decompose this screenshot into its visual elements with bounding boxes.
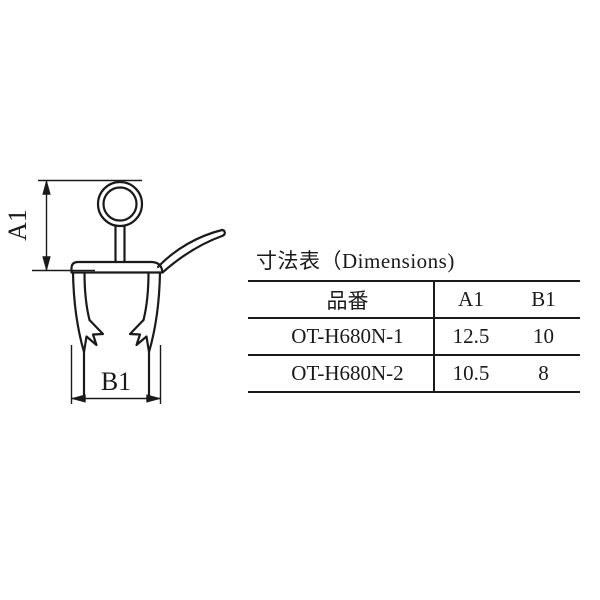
leg-right-barb — [128, 318, 151, 354]
technical-drawing: A1 B1 — [0, 0, 260, 430]
dimension-line-b1 — [70, 394, 162, 403]
table-row: OT-H680N-2 10.5 8 — [248, 355, 580, 392]
header-part-number: 品番 — [248, 281, 435, 318]
leg-left-barb — [82, 318, 105, 354]
base-top-left — [70, 260, 117, 274]
table-title: 寸法表（Dimensions) — [256, 248, 584, 275]
wiper-fin-lower — [161, 234, 224, 274]
leg-left-outer — [71, 271, 86, 354]
dimension-extension-lines — [32, 179, 142, 272]
table-header-row: 品番 A1 B1 — [248, 281, 580, 318]
cell-b1: 8 — [538, 361, 549, 385]
wiper-fin-upper — [156, 228, 224, 269]
dimension-label-a1: A1 — [3, 209, 32, 241]
table-title-en: （Dimensions) — [320, 249, 455, 273]
header-a1: A1 — [458, 287, 484, 311]
leg-right-outer — [147, 271, 162, 354]
header-b1: B1 — [531, 287, 556, 311]
dimension-label-b1: B1 — [101, 367, 131, 396]
cell-part-number: OT-H680N-2 — [248, 355, 435, 392]
base-top-right — [123, 260, 164, 274]
cell-a1: 10.5 — [452, 361, 490, 385]
cell-a1: 12.5 — [452, 324, 490, 348]
cell-b1: 10 — [533, 324, 554, 348]
dimension-extension-lines-b1 — [70, 345, 162, 404]
dimension-line-a1 — [42, 179, 51, 272]
wiper-fin-tip — [220, 228, 226, 238]
ring-inner — [102, 186, 138, 222]
leg-right-inner — [142, 271, 150, 322]
dimensions-table: 品番 A1 B1 OT-H680N-1 12.5 10 OT-H680N-2 1… — [248, 280, 580, 393]
table-title-jp: 寸法表 — [256, 249, 321, 273]
ring-outer — [96, 180, 144, 228]
dimensions-table-block: 寸法表（Dimensions) 品番 A1 B1 OT-H680N-1 12.5… — [248, 248, 584, 393]
leg-left-inner — [83, 271, 91, 322]
cell-part-number: OT-H680N-1 — [248, 318, 435, 355]
profile-outline — [70, 180, 226, 402]
table-row: OT-H680N-1 12.5 10 — [248, 318, 580, 355]
